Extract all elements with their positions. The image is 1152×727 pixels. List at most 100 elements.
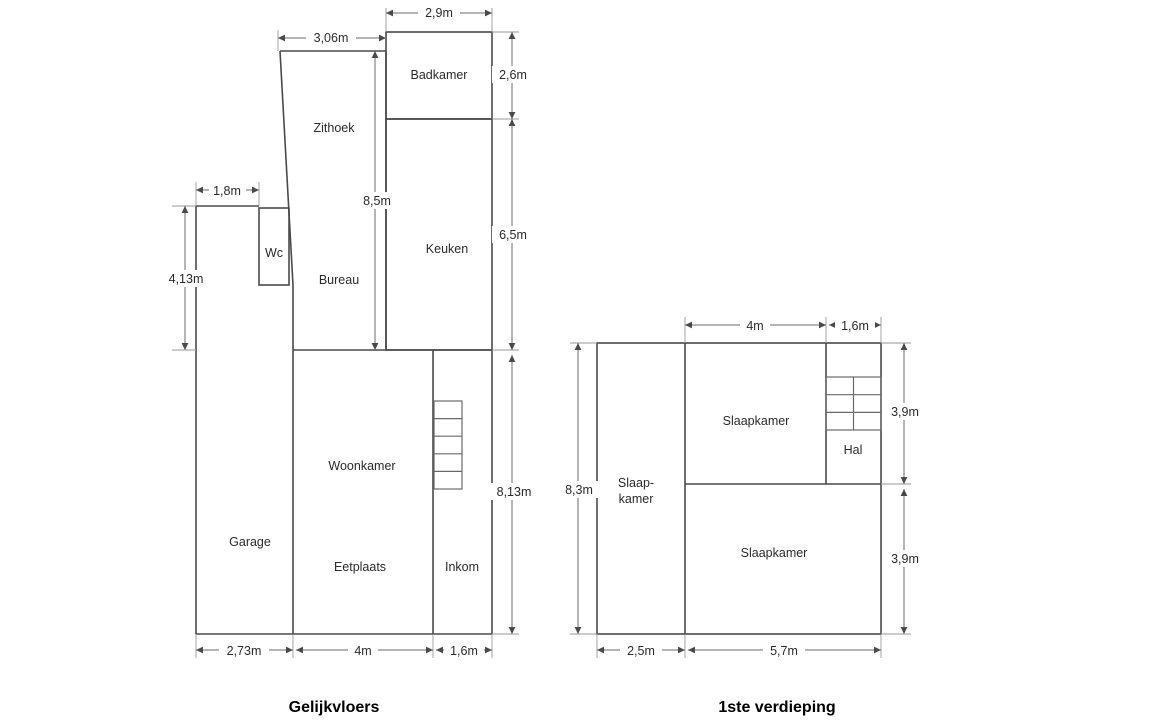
dim-label-bg — [306, 29, 356, 46]
arrow-head-icon — [379, 34, 386, 42]
arrow-head-icon — [436, 646, 443, 654]
arrow-head-icon — [485, 646, 492, 654]
arrow-head-icon — [508, 119, 516, 126]
ground-floor-title: Gelijkvloers — [289, 699, 380, 716]
dim-label-bg — [418, 4, 460, 21]
arrow-head-icon — [688, 646, 695, 654]
arrow-head-icon — [386, 9, 393, 17]
dimension-house-depth: 8,13m — [490, 355, 540, 635]
dim-label-slaapkamer-top-width: 4m — [746, 319, 763, 333]
dimension-lower-depth: 3,9m — [881, 489, 926, 635]
arrow-head-icon — [508, 343, 516, 350]
dim-label-bg — [763, 642, 805, 659]
dimension-zithoek-depth: 8,5m — [357, 51, 397, 350]
dimension-inkom-width: 1,6m — [436, 634, 493, 659]
room-label-wc: Wc — [265, 246, 283, 260]
dim-label-bg — [357, 192, 397, 209]
dim-label-bg — [492, 226, 534, 243]
arrow-head-icon — [286, 646, 293, 654]
arrow-head-icon — [874, 646, 881, 654]
first-floor-title: 1ste verdieping — [718, 699, 835, 716]
dim-label-zithoek-depth: 8,5m — [363, 194, 391, 208]
arrow-head-icon — [900, 477, 908, 484]
dimension-garage-depth: 4,13m — [163, 205, 209, 351]
dim-label-lower-depth: 3,9m — [891, 552, 919, 566]
dim-label-bg — [490, 483, 540, 500]
arrow-head-icon — [819, 321, 826, 329]
arrow-head-icon — [371, 51, 379, 58]
dim-label-floor-depth: 8,3m — [565, 483, 593, 497]
arrow-head-icon — [371, 343, 379, 350]
dimension-keuken-depth: 6,5m — [492, 119, 534, 351]
stairs-outline — [433, 400, 463, 490]
dim-label-keuken-depth: 6,5m — [499, 228, 527, 242]
arrow-head-icon — [485, 9, 492, 17]
arrow-head-icon — [678, 646, 685, 654]
room-outline-keuken — [385, 118, 493, 351]
ground-stairs — [433, 400, 463, 490]
dimension-slaapkamer-left-width: 2,5m — [596, 634, 686, 659]
arrow-head-icon — [196, 186, 203, 194]
dim-label-bg — [884, 403, 926, 420]
room-label-slaapkamer-bottom: Slaapkamer — [741, 546, 808, 560]
dimension-floor-depth: 8,3m — [558, 342, 600, 635]
room-label-hal: Hal — [844, 443, 863, 457]
dim-label-slaapkamer-bottom-width: 5,7m — [770, 644, 798, 658]
arrow-head-icon — [426, 646, 433, 654]
arrow-head-icon — [508, 627, 516, 634]
dim-label-upper-depth: 3,9m — [891, 405, 919, 419]
dimension-eetplaats-width: 4m — [296, 634, 434, 659]
arrow-head-icon — [196, 646, 203, 654]
wall-zithoek-slanted — [279, 50, 294, 286]
arrow-head-icon — [574, 343, 582, 350]
dimension-upper-depth: 3,9m — [881, 342, 926, 485]
arrow-head-icon — [900, 343, 908, 350]
dim-label-bg — [209, 182, 246, 198]
room-label-slaapkamer-left-line2: kamer — [619, 492, 654, 506]
room-label-keuken: Keuken — [426, 242, 468, 256]
room-label-eetplaats: Eetplaats — [334, 560, 386, 574]
dim-label-badkamer-depth: 2,6m — [499, 68, 527, 82]
dim-label-wc-width: 1,8m — [213, 184, 241, 198]
dimension-hal-width: 1,6m — [829, 317, 882, 343]
dim-label-garage-depth: 4,13m — [169, 272, 204, 286]
arrow-head-icon — [597, 646, 604, 654]
arrow-head-icon — [181, 206, 189, 213]
room-label-bureau: Bureau — [319, 273, 359, 287]
arrow-head-icon — [900, 627, 908, 634]
room-label-woonkamer: Woonkamer — [328, 459, 395, 473]
arrow-head-icon — [829, 321, 836, 329]
dim-label-slaapkamer-left-width: 2,5m — [627, 644, 655, 658]
dim-label-hal-width: 1,6m — [841, 319, 869, 333]
arrow-head-icon — [252, 186, 259, 194]
dimension-slaapkamer-top-width: 4m — [684, 317, 827, 343]
arrow-head-icon — [181, 343, 189, 350]
arrow-head-icon — [900, 489, 908, 496]
dimension-slaapkamer-bottom-width: 5,7m — [688, 634, 882, 659]
dim-label-garage-width: 2,73m — [227, 644, 262, 658]
dim-label-bg — [620, 642, 662, 659]
room-outline-wc — [258, 207, 290, 286]
dim-label-bg — [163, 270, 209, 287]
dimension-badkamer-depth: 2,6m — [492, 31, 534, 120]
room-label-inkom: Inkom — [445, 560, 479, 574]
arrow-head-icon — [296, 646, 303, 654]
room-label-badkamer: Badkamer — [411, 68, 468, 82]
room-label-garage: Garage — [229, 535, 271, 549]
dimension-zithoek-width: 3,06m — [277, 29, 386, 51]
dim-label-eetplaats-width: 4m — [354, 644, 371, 658]
arrow-head-icon — [508, 112, 516, 119]
arrow-head-icon — [874, 321, 881, 329]
arrow-head-icon — [278, 34, 285, 42]
dim-label-badkamer-width: 2,9m — [425, 6, 453, 20]
arrow-head-icon — [508, 355, 516, 362]
dim-label-bg — [348, 642, 378, 659]
first-stairs — [825, 376, 882, 431]
dim-label-bg — [444, 642, 484, 659]
dimension-wc-width: 1,8m — [195, 182, 260, 206]
dim-label-inkom-width: 1,6m — [450, 644, 478, 658]
arrow-head-icon — [508, 32, 516, 39]
dim-label-zithoek-width: 3,06m — [314, 31, 349, 45]
room-label-zithoek: Zithoek — [314, 121, 356, 135]
